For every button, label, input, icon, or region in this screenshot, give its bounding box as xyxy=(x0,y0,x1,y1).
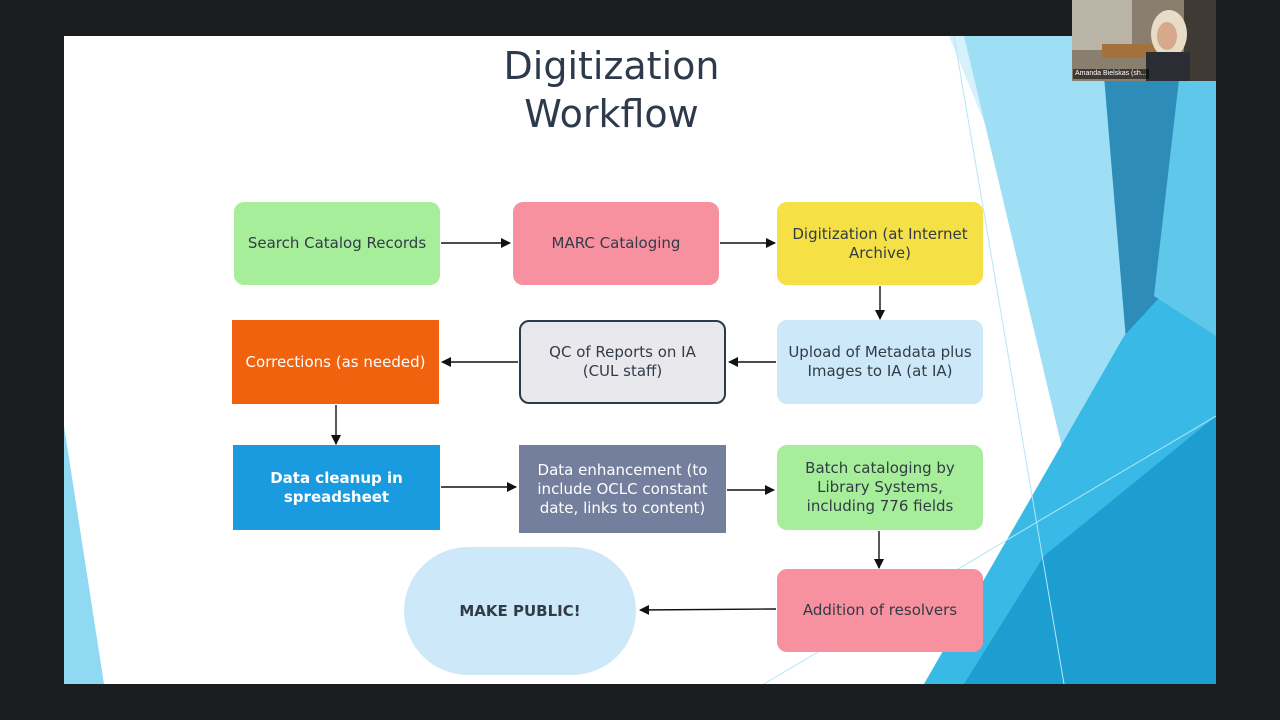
step-upload-metadata-label: Upload of Metadata plus Images to IA (at… xyxy=(788,343,972,380)
step-data-cleanup-label: Data cleanup in spreadsheet xyxy=(270,468,403,506)
step-addition-resolvers: Addition of resolvers xyxy=(777,569,983,652)
step-batch-cataloging: Batch cataloging by Library Systems, inc… xyxy=(777,445,983,530)
video-window xyxy=(1072,0,1132,50)
video-person-body xyxy=(1146,52,1190,81)
bg-facet-6 xyxy=(1154,36,1216,336)
step-search-catalog: Search Catalog Records xyxy=(234,202,440,285)
video-person-face xyxy=(1157,22,1177,50)
title-line-1: Digitization xyxy=(503,44,720,88)
title-line-2: Workflow xyxy=(524,92,699,136)
step-digitization-label: Digitization (at Internet Archive) xyxy=(792,224,968,262)
step-make-public-label: MAKE PUBLIC! xyxy=(459,601,581,620)
participant-video-thumbnail[interactable]: Amanda Bielskas (sh... xyxy=(1072,0,1216,81)
step-digitization: Digitization (at Internet Archive) xyxy=(777,202,983,285)
step-data-cleanup: Data cleanup in spreadsheet xyxy=(233,445,440,530)
participant-video-feed xyxy=(1072,0,1216,81)
step-make-public: MAKE PUBLIC! xyxy=(404,547,636,675)
slide-background-shapes xyxy=(64,36,1216,684)
slide-title: Digitization Workflow xyxy=(444,42,779,138)
step-marc-cataloging: MARC Cataloging xyxy=(513,202,719,285)
step-data-enhancement: Data enhancement (to include OCLC consta… xyxy=(519,445,726,533)
step-qc-reports: QC of Reports on IA (CUL staff) xyxy=(519,320,726,404)
arrow-resolvers-to-public xyxy=(639,604,777,615)
step-corrections: Corrections (as needed) xyxy=(232,320,439,404)
flow-arrows xyxy=(331,238,885,615)
step-marc-cataloging-label: MARC Cataloging xyxy=(551,234,681,252)
step-upload-metadata: Upload of Metadata plus Images to IA (at… xyxy=(777,320,983,404)
presentation-slide: Digitization Workflow Search Catalog Rec… xyxy=(64,36,1216,684)
bg-facet-left xyxy=(64,426,104,684)
bg-line-1 xyxy=(953,36,1065,684)
step-search-catalog-label: Search Catalog Records xyxy=(247,234,427,252)
step-batch-cataloging-label: Batch cataloging by Library Systems, inc… xyxy=(805,459,955,515)
step-addition-resolvers-label: Addition of resolvers xyxy=(802,601,958,619)
step-data-enhancement-label: Data enhancement (to include OCLC consta… xyxy=(537,460,708,517)
step-corrections-label: Corrections (as needed) xyxy=(245,352,426,371)
participant-name-label: Amanda Bielskas (sh... xyxy=(1073,69,1149,79)
bg-facet-5 xyxy=(964,416,1216,684)
step-qc-reports-label: QC of Reports on IA (CUL staff) xyxy=(549,343,696,380)
